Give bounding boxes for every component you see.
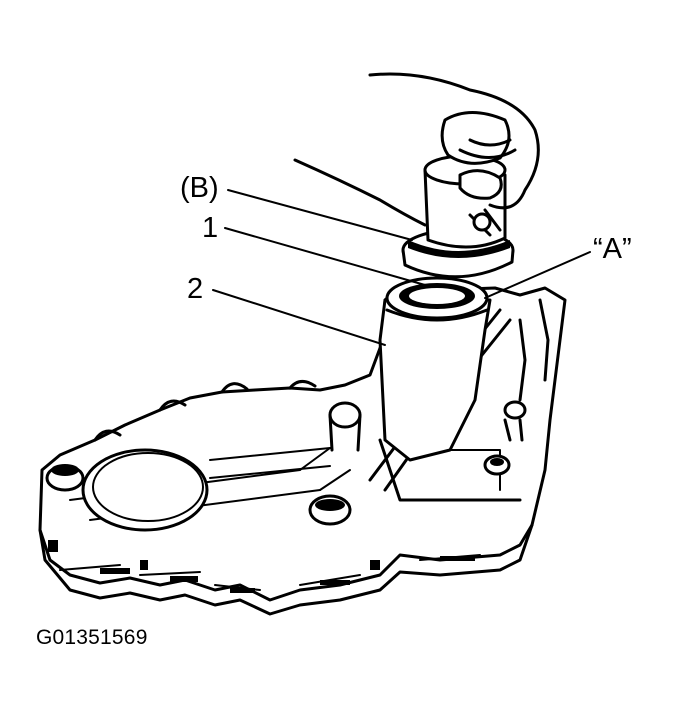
callout-a: “A” [593,233,632,265]
seal-bore-tower [378,276,492,462]
seal-installer-and-hand [293,72,540,279]
callout-b: (B) [180,172,219,204]
figure-id: G01351569 [36,626,148,649]
cover-plate [38,283,567,616]
callout-2: 2 [187,273,203,305]
callout-1: 1 [202,212,218,244]
leader-lines [212,189,591,346]
